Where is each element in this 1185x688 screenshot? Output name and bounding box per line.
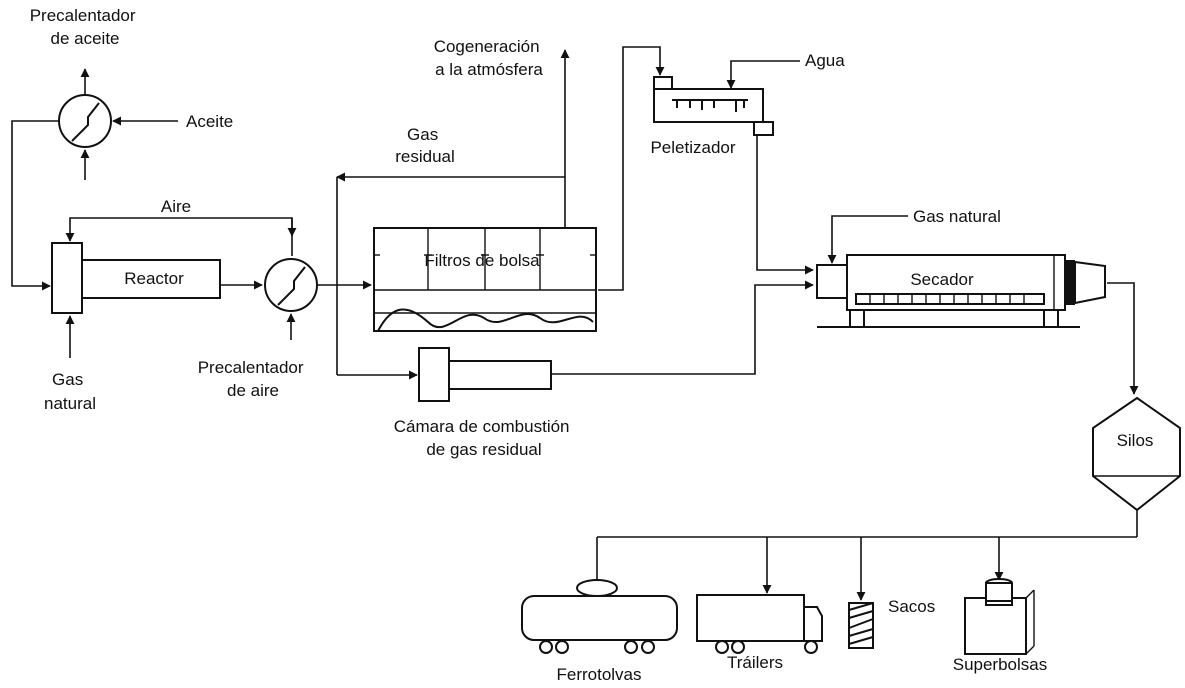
oil-preheater-label: Precalentador de aceite (30, 6, 141, 48)
super-bag-icon (964, 578, 1035, 655)
residual-gas-combustion-chamber (418, 347, 552, 402)
air-stream-label: Aire (161, 197, 191, 216)
bags-label: Sacos (888, 597, 935, 616)
water-to-pelletizer-line (726, 60, 800, 89)
chamber-to-dryer-line (551, 280, 814, 375)
oil-preheater (58, 94, 112, 148)
oil-to-reactor-line (11, 120, 59, 291)
reactor-label: Reactor (124, 269, 184, 288)
air-preheater-label: Precalentador de aire (198, 358, 309, 400)
pelletizer-to-dryer-line (756, 135, 814, 275)
air-preheater (264, 258, 318, 312)
sack-stack-icon (848, 602, 874, 649)
air-to-reactor-line (65, 217, 293, 256)
dryer-to-silos-line (1107, 282, 1139, 395)
reactor (51, 242, 221, 314)
oil-stream-label: Aceite (186, 112, 233, 131)
silos (1092, 396, 1181, 512)
pelletizer-label: Peletizador (650, 138, 735, 157)
filters-to-pelletizer-line (598, 46, 665, 291)
super-bags-label: Superbolsas (953, 655, 1048, 674)
rail-car-icon (521, 579, 678, 654)
bag-filters (373, 227, 597, 332)
combustion-chamber-label: Cámara de combustión de gas residual (394, 417, 575, 459)
trailer-truck-icon (696, 594, 823, 654)
residual-gas-label: Gas residual (395, 125, 455, 166)
dryer (816, 254, 1106, 328)
reactor-natural-gas-label: Gas natural (44, 370, 96, 413)
dryer-natural-gas-label: Gas natural (913, 207, 1001, 226)
rail-cars-label: Ferrotolvas (556, 665, 641, 684)
bag-filters-label: Filtros de bolsa (424, 251, 540, 270)
natural-gas-to-dryer-line (827, 215, 908, 264)
water-stream-label: Agua (805, 51, 845, 70)
trailers-label: Tráilers (727, 653, 783, 672)
pelletizer (653, 76, 774, 136)
dryer-label: Secador (910, 270, 974, 289)
cogeneration-label: Cogeneración a la atmósfera (434, 37, 545, 79)
silos-label: Silos (1117, 431, 1154, 450)
